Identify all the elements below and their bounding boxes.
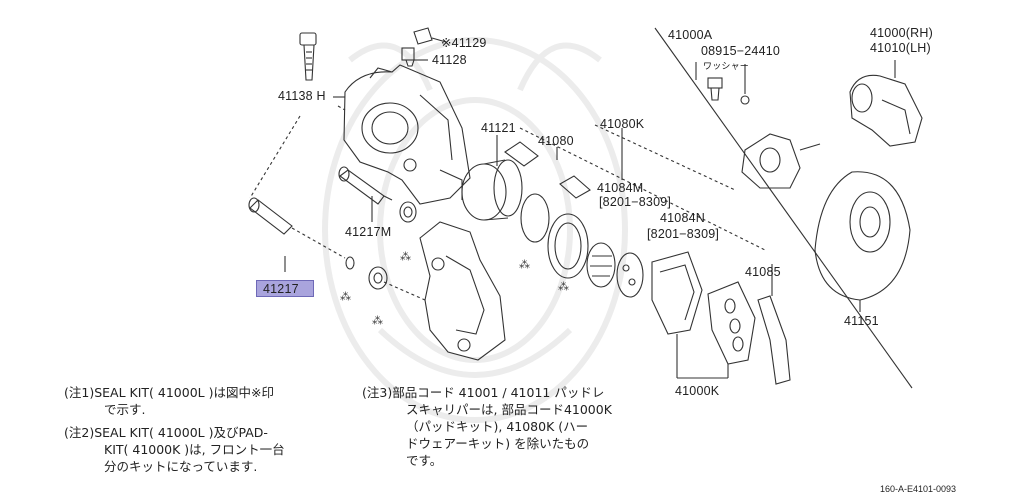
part-label-41000rh: 41000(RH)	[870, 26, 933, 40]
pad-clip-41080	[504, 141, 591, 199]
note-3-line-1: (注3)部品コード 41001 / 41011 パッドレ	[362, 385, 605, 400]
pad-retainer-41085	[757, 295, 791, 385]
note-3-line-3: （パッドキット), 41080K (ハー	[406, 419, 589, 434]
guide-pin-41217	[248, 197, 293, 235]
knuckle-hub	[741, 133, 821, 189]
bleeder-screw-41129	[413, 27, 447, 45]
pin-boot-small	[345, 256, 355, 270]
part-label-41085: 41085	[745, 265, 781, 279]
caliper-bracket	[419, 221, 506, 361]
shim-41084n	[616, 252, 644, 298]
note-2-line-3: 分のキットになっています.	[104, 459, 258, 474]
dust-boot-inner	[554, 222, 582, 270]
part-label-41010lh: 41010(LH)	[870, 41, 931, 55]
part-label-41138h: 41138 H	[278, 89, 326, 103]
part-label-41084m-range: [8201−8309]	[599, 195, 672, 209]
section-divider-line	[654, 27, 913, 389]
brake-pad-inner	[651, 251, 703, 335]
bolt-41138h	[299, 32, 317, 81]
brake-pad-outer	[707, 281, 756, 365]
pin-boot-lower	[368, 266, 388, 290]
dust-boot-outer	[547, 213, 589, 279]
note-1-line-2: で示す.	[104, 402, 146, 417]
note-2-line-1: (注2)SEAL KIT( 41000L )及びPAD-	[64, 425, 268, 440]
guide-pin-41217m	[338, 166, 393, 205]
seal-kit-marker: ⁂	[400, 250, 411, 263]
part-label-41000a: 41000A	[668, 28, 713, 42]
piston-41121	[461, 159, 523, 221]
note-2-line-2: KIT( 41000K )は, フロント一台	[104, 442, 285, 457]
part-label-41080k: 41080K	[600, 117, 645, 131]
note-3-line-5: です。	[406, 453, 443, 468]
part-label-washer: ワッシャー	[703, 61, 750, 71]
part-label-41084n: 41084N	[660, 211, 705, 225]
pin-boot-upper	[399, 201, 417, 223]
caliper-body-41138	[343, 64, 471, 205]
part-label-41217-highlighted[interactable]: 41217	[256, 280, 314, 297]
bleeder-screw-41128	[401, 47, 428, 67]
part-label-41084n-range: [8201−8309]	[647, 227, 720, 241]
seal-kit-marker: ⁂	[519, 258, 530, 271]
part-label-41080: 41080	[538, 134, 574, 148]
seal-kit-marker: ⁂	[340, 290, 351, 303]
seal-kit-marker: ⁂	[558, 280, 569, 293]
part-label-41121: 41121	[481, 121, 516, 135]
note-3-line-2: スキャリパーは, 部品コード41000K	[406, 402, 612, 417]
part-label-41128: 41128	[432, 53, 467, 67]
note-3-line-4: ドウェアーキット) を除いたもの	[406, 436, 590, 451]
part-label-41217m: 41217M	[345, 225, 392, 239]
bolt-08915-24410	[707, 77, 723, 101]
seal-kit-marker: ⁂	[372, 314, 383, 327]
part-label-41151: 41151	[844, 314, 879, 328]
part-label-41129: ※41129	[441, 36, 487, 50]
piston-seal	[520, 193, 550, 243]
caliper-assembly-rh	[849, 74, 923, 147]
part-label-08915-24410: 08915−24410	[701, 44, 781, 58]
splash-shield-41151	[814, 171, 911, 301]
shim-41084m	[586, 242, 616, 288]
part-label-41000k: 41000K	[675, 384, 720, 398]
diagram-code: 160-A-E4101-0093	[880, 484, 957, 494]
washer-part	[740, 95, 750, 105]
note-1-line-1: (注1)SEAL KIT( 41000L )は図中※印	[64, 385, 274, 400]
part-label-41084m: 41084M	[597, 181, 644, 195]
watermark-logo	[322, 37, 628, 423]
